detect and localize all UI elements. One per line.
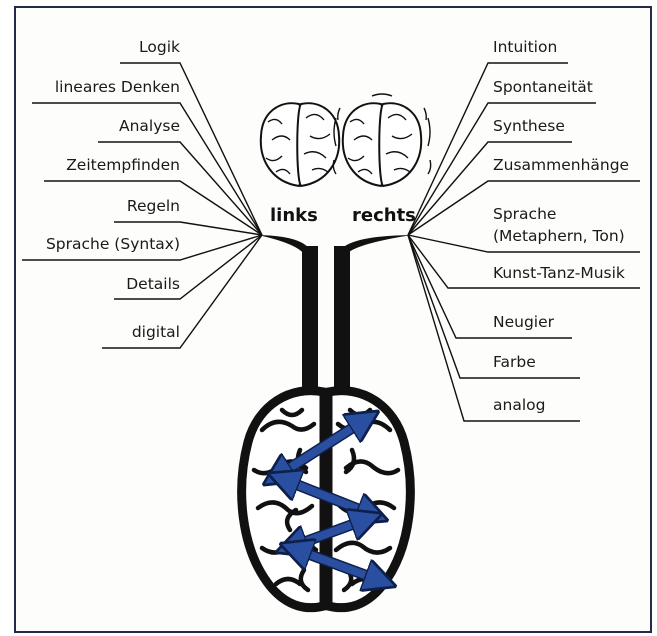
left-item-logik: Logik [139, 39, 180, 56]
small-right-brain-icon [333, 94, 430, 186]
left-item-digital: digital [132, 324, 180, 341]
left-item-sprache-syntax: Sprache (Syntax) [46, 236, 180, 253]
right-hemisphere-label: rechts [352, 206, 416, 226]
left-item-zeitempfinden: Zeitempfinden [66, 157, 180, 174]
right-item-metaphern-ton: (Metaphern, Ton) [493, 228, 625, 245]
left-hemisphere-label: links [270, 206, 318, 226]
right-item-neugier: Neugier [493, 314, 554, 331]
trunk-gap [319, 256, 332, 392]
small-left-brain-icon [261, 103, 339, 186]
left-item-details: Details [126, 276, 180, 293]
right-item-analog: analog [493, 397, 545, 414]
right-item-zusammenhaenge: Zusammenhänge [493, 157, 629, 174]
right-item-sprache: Sprache [493, 206, 556, 223]
right-item-intuition: Intuition [493, 39, 557, 56]
right-item-farbe: Farbe [493, 354, 536, 371]
trunk-right-band [334, 246, 350, 394]
left-item-analyse: Analyse [119, 118, 180, 135]
right-item-spontaneitaet: Spontaneität [493, 79, 593, 96]
right-item-synthese: Synthese [493, 118, 565, 135]
left-item-regeln: Regeln [127, 198, 180, 215]
trunk-left-band [302, 246, 318, 394]
right-item-kunst-tanz-musik: Kunst-Tanz-Musik [493, 265, 625, 282]
left-item-lineares-denken: lineares Denken [55, 79, 180, 96]
